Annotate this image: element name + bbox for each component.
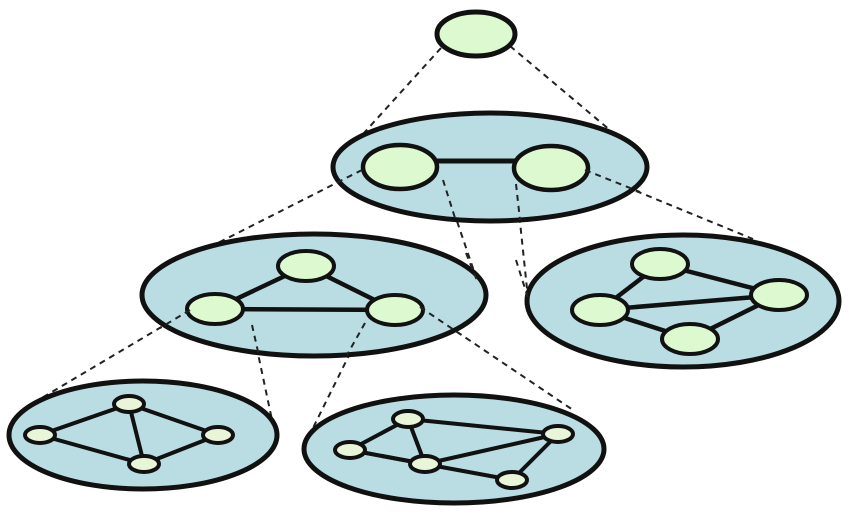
connector-overlay bbox=[251, 324, 260, 357]
graph-node bbox=[630, 247, 690, 281]
connector-overlay bbox=[159, 309, 191, 329]
graph-node bbox=[185, 292, 245, 326]
graph-node bbox=[201, 425, 235, 445]
graph-node bbox=[23, 425, 57, 445]
connector-l2-to-l3left-a bbox=[39, 309, 191, 400]
hierarchy-connectors-overlay bbox=[159, 169, 641, 357]
graph-node bbox=[495, 470, 529, 490]
graph-node bbox=[127, 454, 161, 474]
edge bbox=[39, 402, 130, 437]
edge bbox=[128, 402, 219, 437]
edge bbox=[39, 433, 145, 466]
edge bbox=[127, 403, 146, 465]
graph-node bbox=[541, 424, 575, 444]
graph-node bbox=[511, 143, 591, 193]
cluster-level2-left bbox=[139, 231, 489, 359]
edge bbox=[599, 292, 780, 313]
connector-overlay bbox=[465, 252, 479, 284]
edge bbox=[214, 306, 396, 313]
graph-node bbox=[360, 142, 440, 192]
connector-l2-to-l3right-a bbox=[311, 322, 366, 431]
connector-overlay bbox=[335, 169, 363, 184]
connector-overlay bbox=[442, 179, 456, 219]
edge bbox=[424, 432, 559, 466]
cluster-ellipse bbox=[6, 378, 280, 492]
connector-l2-to-l3right-b bbox=[419, 306, 574, 411]
graph-node bbox=[391, 409, 425, 429]
graph-node bbox=[749, 278, 809, 312]
graph-node bbox=[570, 293, 630, 327]
connector-root-left bbox=[343, 47, 442, 156]
graph-node bbox=[660, 322, 720, 356]
connector-l1right-to-l2right-a bbox=[515, 183, 529, 299]
cluster-level3-right bbox=[301, 392, 607, 506]
graph-node bbox=[434, 9, 518, 59]
graph-node bbox=[333, 440, 367, 460]
connector-l1right-to-l2right-b bbox=[584, 169, 754, 240]
connector-overlay bbox=[419, 306, 467, 339]
graph-node bbox=[408, 454, 442, 474]
connector-l1left-to-l2left-a bbox=[205, 169, 363, 250]
cluster-level1 bbox=[330, 110, 650, 224]
edge bbox=[407, 417, 559, 436]
root-node bbox=[434, 9, 518, 59]
connector-overlay bbox=[515, 259, 529, 299]
cluster-level2-right bbox=[524, 232, 842, 370]
graph-node bbox=[276, 249, 336, 283]
connector-overlay bbox=[584, 169, 641, 193]
graph-node bbox=[112, 394, 146, 414]
graph-node bbox=[365, 293, 425, 327]
cluster-level3-left bbox=[6, 378, 280, 492]
cluster-ellipse bbox=[301, 392, 607, 506]
cluster-ellipse bbox=[330, 110, 650, 224]
